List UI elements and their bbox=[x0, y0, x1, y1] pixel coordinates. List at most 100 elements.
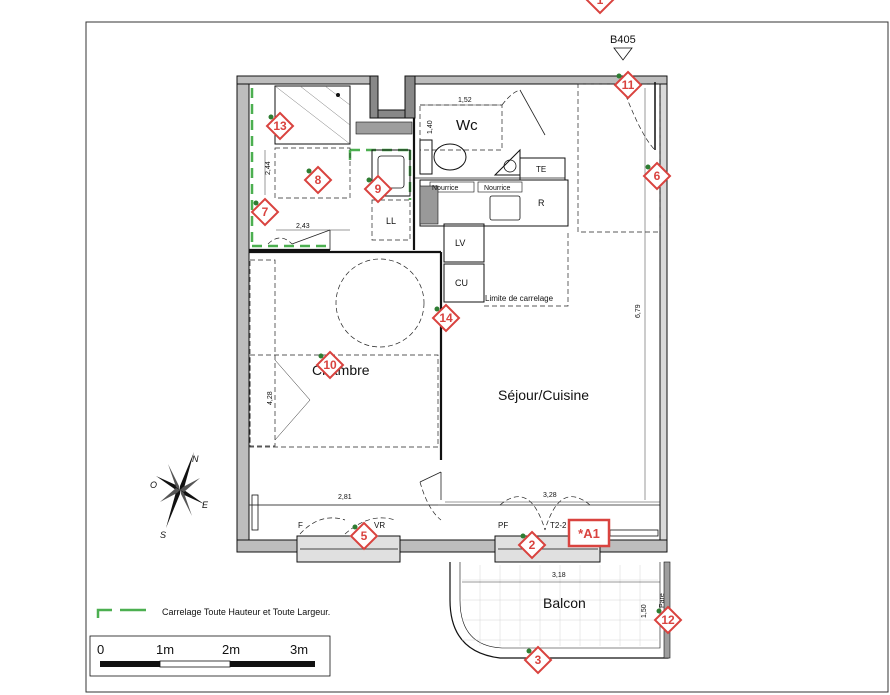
marker-dot-icon bbox=[645, 164, 651, 170]
bedroom bbox=[249, 258, 439, 535]
marker-diamond-icon bbox=[517, 530, 547, 560]
photo-marker-5[interactable]: 5 bbox=[349, 521, 379, 551]
legend-text: Carrelage Toute Hauteur et Toute Largeur… bbox=[162, 607, 330, 617]
dim-679: 6,79 bbox=[635, 304, 642, 318]
compass-o: O bbox=[150, 480, 157, 490]
marker-number: 11 bbox=[622, 78, 635, 92]
legend: Carrelage Toute Hauteur et Toute Largeur… bbox=[96, 607, 330, 618]
marker-diamond-icon bbox=[431, 303, 461, 333]
marker-diamond-icon bbox=[315, 350, 345, 380]
fixture-nourrice-2: Nourrice bbox=[484, 185, 511, 192]
a1-badge bbox=[567, 518, 611, 548]
photo-marker-2[interactable]: 2 bbox=[517, 530, 547, 560]
marker-dot-icon bbox=[520, 533, 526, 539]
dim-152: 1,52 bbox=[458, 97, 472, 104]
marker-number: 7 bbox=[262, 205, 269, 219]
ref-b405: B405 bbox=[610, 34, 636, 46]
marker-number: 5 bbox=[361, 529, 368, 543]
marker-diamond-icon bbox=[653, 605, 683, 635]
marker-number: 10 bbox=[323, 358, 337, 372]
marker-diamond-icon bbox=[363, 174, 393, 204]
dim-328: 3,28 bbox=[543, 492, 557, 499]
scale-1m: 1m bbox=[156, 642, 174, 657]
marker-number: 8 bbox=[315, 173, 322, 187]
room-label-wc: Wc bbox=[456, 117, 478, 134]
photo-marker-11[interactable]: 11 bbox=[613, 70, 643, 100]
tile-limit-label: Limite de carrelage bbox=[485, 294, 554, 303]
scale-bar: 0 1m 2m 3m bbox=[89, 635, 331, 677]
photo-marker-10[interactable]: 10 bbox=[315, 350, 345, 380]
photo-marker-6[interactable]: 6 bbox=[642, 161, 672, 191]
photo-marker-13[interactable]: 13 bbox=[265, 111, 295, 141]
marker-diamond-icon bbox=[303, 165, 333, 195]
wc-kitchen bbox=[419, 79, 661, 307]
fixture-cu: CU bbox=[455, 278, 468, 288]
scale-3m: 3m bbox=[290, 642, 308, 657]
dim-428: 4,28 bbox=[267, 391, 274, 405]
marker-dot-icon bbox=[366, 177, 372, 183]
dim-281: 2,81 bbox=[338, 494, 352, 501]
compass-n: N bbox=[192, 454, 199, 464]
marker-diamond-icon bbox=[523, 645, 553, 675]
dim-150: 1,50 bbox=[641, 604, 648, 618]
b405-triangle-icon bbox=[613, 47, 633, 61]
fixture-t22: T2-2 bbox=[550, 521, 567, 530]
scale-0: 0 bbox=[97, 642, 104, 657]
photo-marker-8[interactable]: 8 bbox=[303, 165, 333, 195]
dim-140: 1,40 bbox=[427, 120, 434, 134]
fixture-nourrice-1: Nourrice bbox=[432, 185, 459, 192]
photo-marker-9[interactable]: 9 bbox=[363, 174, 393, 204]
dim-318: 3,18 bbox=[552, 572, 566, 579]
compass-e: E bbox=[202, 500, 209, 510]
fixture-ll: LL bbox=[386, 216, 396, 226]
fixture-pf: PF bbox=[498, 521, 508, 530]
fixture-f: F bbox=[298, 521, 303, 530]
marker-dot-icon bbox=[352, 524, 358, 530]
marker-dot-icon bbox=[318, 353, 324, 359]
photo-marker-7[interactable]: 7 bbox=[250, 197, 280, 227]
legend-swatch bbox=[96, 608, 112, 618]
room-label-balcon: Balcon bbox=[543, 595, 586, 611]
dim-244: 2,44 bbox=[265, 161, 272, 175]
fixture-te: TE bbox=[536, 165, 546, 174]
photo-marker-1[interactable]: 1 bbox=[585, 0, 615, 15]
photo-marker-14[interactable]: 14 bbox=[431, 303, 461, 333]
marker-number: 3 bbox=[535, 653, 542, 667]
dimension-lines bbox=[250, 88, 660, 583]
marker-number: 1 bbox=[597, 0, 604, 7]
marker-diamond-icon bbox=[613, 70, 643, 100]
marker-dot-icon bbox=[656, 608, 662, 614]
marker-diamond-icon bbox=[585, 0, 615, 15]
marker-diamond-icon bbox=[265, 111, 295, 141]
marker-diamond-icon bbox=[642, 161, 672, 191]
marker-dot-icon bbox=[268, 114, 274, 120]
marker-number: 2 bbox=[529, 538, 536, 552]
marker-dot-icon bbox=[616, 73, 622, 79]
marker-number: 6 bbox=[654, 169, 661, 183]
marker-dot-icon bbox=[434, 306, 440, 312]
bathroom bbox=[267, 85, 413, 245]
a1-label: *A1 bbox=[578, 526, 600, 541]
marker-dot-icon bbox=[306, 168, 312, 174]
fixture-vr: VR bbox=[374, 521, 385, 530]
marker-number: 9 bbox=[375, 182, 382, 196]
marker-number: 13 bbox=[273, 119, 287, 133]
compass-s: S bbox=[160, 530, 166, 540]
partitions bbox=[249, 118, 660, 521]
walls bbox=[236, 75, 668, 563]
photo-marker-12[interactable]: 12 bbox=[653, 605, 683, 635]
marker-dot-icon bbox=[526, 648, 532, 654]
marker-number: 14 bbox=[439, 311, 453, 325]
marker-diamond-icon bbox=[250, 197, 280, 227]
room-label-sejour: Séjour/Cuisine bbox=[498, 387, 589, 403]
compass-icon: N O E S bbox=[150, 452, 209, 540]
photo-marker-3[interactable]: 3 bbox=[523, 645, 553, 675]
fixture-lv: LV bbox=[455, 238, 465, 248]
scale-2m: 2m bbox=[222, 642, 240, 657]
marker-diamond-icon bbox=[349, 521, 379, 551]
fixture-pare: Pare bbox=[659, 593, 666, 608]
fixture-r: R bbox=[538, 198, 545, 208]
sheet-border bbox=[85, 21, 889, 693]
